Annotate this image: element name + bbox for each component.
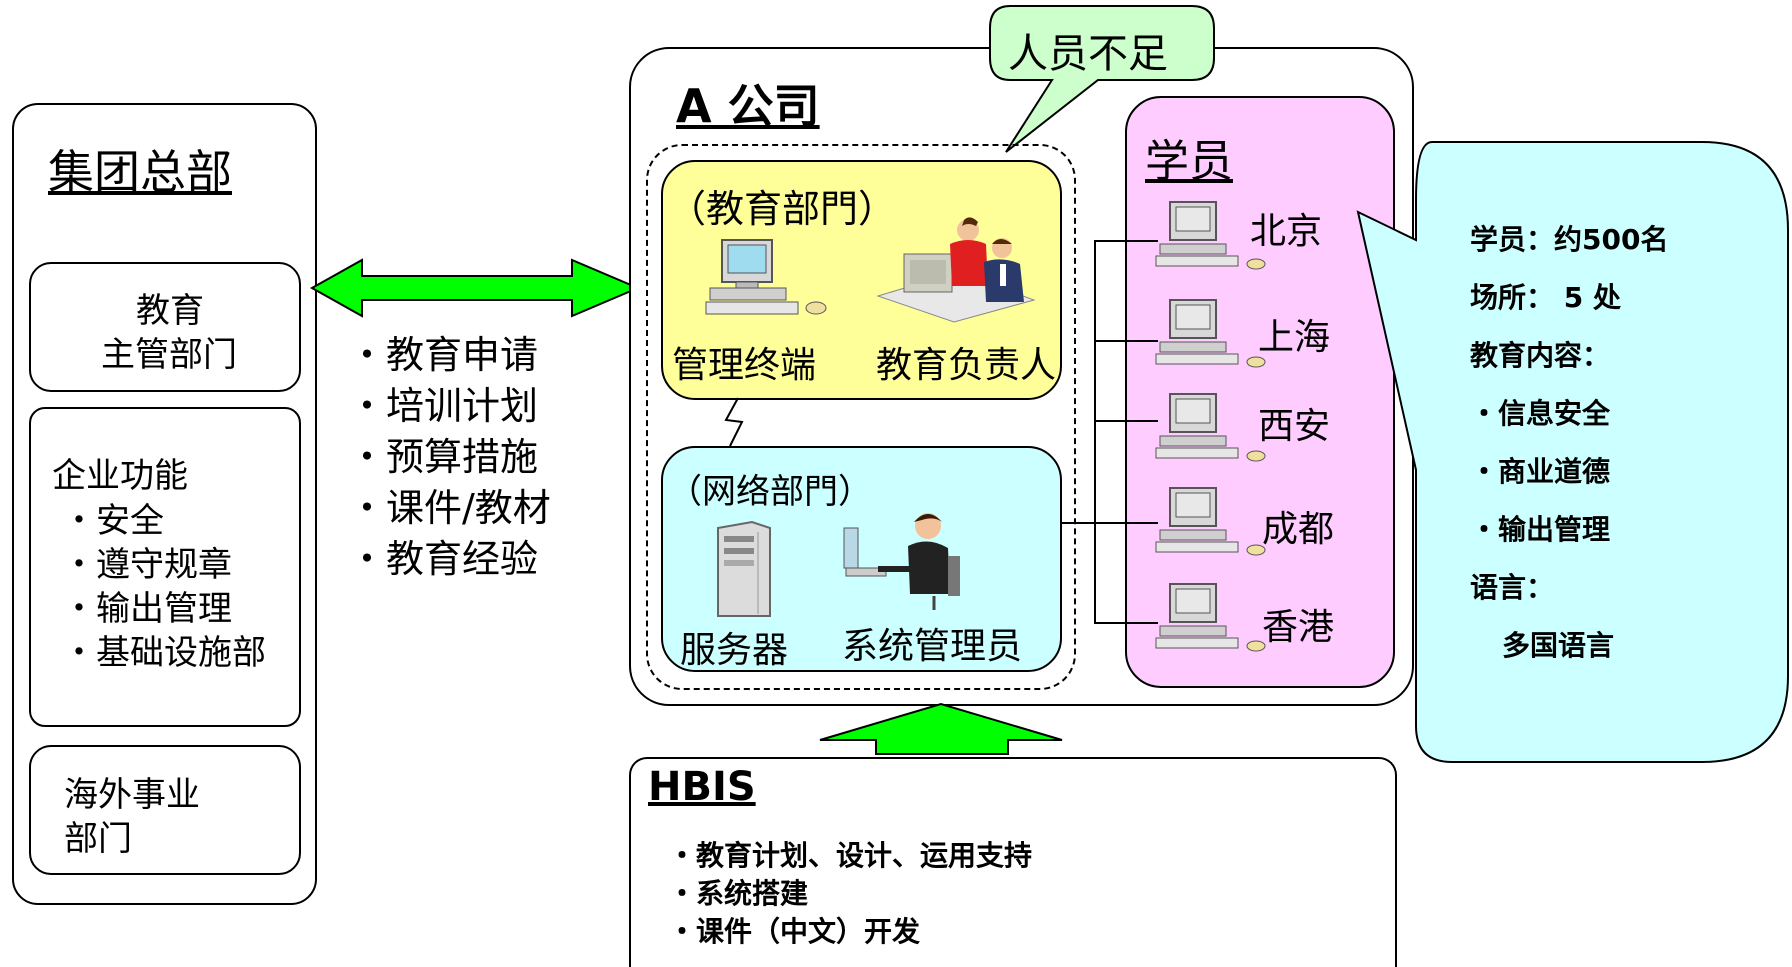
location-label: 西安 <box>1258 406 1331 447</box>
info-callout <box>1356 141 1789 763</box>
info-item: 教育内容： <box>1470 339 1611 372</box>
bracket-tick <box>1094 240 1158 242</box>
bracket-tick <box>1094 340 1158 342</box>
hq-function-item: ・输出管理 <box>62 589 232 629</box>
company-title: A 公司 <box>676 79 820 133</box>
hq-edu-dept-line2: 主管部门 <box>101 335 237 375</box>
flow-item: ・课件/教材 <box>348 486 551 530</box>
hq-function-item: ・遵守规章 <box>62 545 232 585</box>
location-label: 北京 <box>1250 211 1323 252</box>
hq-edu-dept-line1: 教育 <box>136 291 204 331</box>
hq-functions-box <box>29 407 301 727</box>
lightning-link-icon <box>724 397 744 447</box>
computer-icon <box>1155 583 1266 652</box>
hq-overseas-line2: 部门 <box>64 819 132 859</box>
admin-label: 系统管理员 <box>842 626 1023 667</box>
info-item: 多国语言 <box>1502 629 1615 662</box>
location-label: 成都 <box>1262 509 1335 550</box>
net-dept-title: （网络部門） <box>668 472 872 512</box>
hbis-item: ・系统搭建 <box>668 877 809 910</box>
hq-overseas-box <box>29 745 301 875</box>
edu-dept-title: （教育部門） <box>668 187 897 231</box>
location-label: 上海 <box>1258 317 1331 358</box>
hbis-title: HBIS <box>648 764 756 810</box>
shortage-label: 人员不足 <box>1008 31 1168 77</box>
hbis-item: ・教育计划、设计、运用支持 <box>668 839 1033 872</box>
server-label: 服务器 <box>680 630 789 671</box>
terminal-label: 管理终端 <box>672 345 817 386</box>
bracket-tick <box>1094 622 1158 624</box>
computer-icon <box>1155 299 1266 368</box>
info-item: 学员：约500名 <box>1470 223 1669 256</box>
server-icon <box>717 520 771 617</box>
meeting-people-icon <box>876 217 1036 323</box>
admin-person-icon <box>843 513 960 610</box>
computer-icon <box>1155 487 1266 556</box>
dept-group-dashed <box>646 144 1076 690</box>
shortage-callout <box>989 5 1215 153</box>
hq-overseas-line1: 海外事业 <box>64 775 200 815</box>
info-item: ・信息安全 <box>1470 397 1611 430</box>
hbis-box <box>629 757 1397 967</box>
bracket-tick <box>1062 522 1158 524</box>
computer-icon <box>1155 393 1266 462</box>
info-item: ・输出管理 <box>1470 513 1611 546</box>
info-item: ・商业道德 <box>1470 455 1611 488</box>
flow-item: ・教育申请 <box>348 333 539 377</box>
info-item: 场所： 5 处 <box>1470 281 1621 314</box>
location-label: 香港 <box>1262 607 1335 648</box>
manager-label: 教育负责人 <box>876 345 1057 386</box>
bracket-tick <box>1094 420 1158 422</box>
net-dept-box <box>661 446 1062 672</box>
students-title: 学员 <box>1145 136 1233 187</box>
computer-icon <box>1155 201 1266 270</box>
flow-item: ・教育经验 <box>348 537 539 581</box>
hbis-item: ・课件（中文）开发 <box>668 915 921 948</box>
hq-function-item: ・基础设施部 <box>62 633 266 673</box>
info-item: 语言： <box>1470 571 1555 604</box>
computer-icon <box>705 239 827 315</box>
hq-functions-title: 企业功能 <box>52 456 188 496</box>
hq-edu-dept-box <box>29 262 301 392</box>
double-arrow-icon <box>309 258 641 318</box>
students-bracket-vertical <box>1094 240 1096 624</box>
flow-item: ・预算措施 <box>348 435 539 479</box>
up-arrow-icon <box>819 702 1063 755</box>
flow-item: ・培训计划 <box>348 384 539 428</box>
hq-title: 集团总部 <box>48 145 232 199</box>
hq-function-item: ・安全 <box>62 501 164 541</box>
